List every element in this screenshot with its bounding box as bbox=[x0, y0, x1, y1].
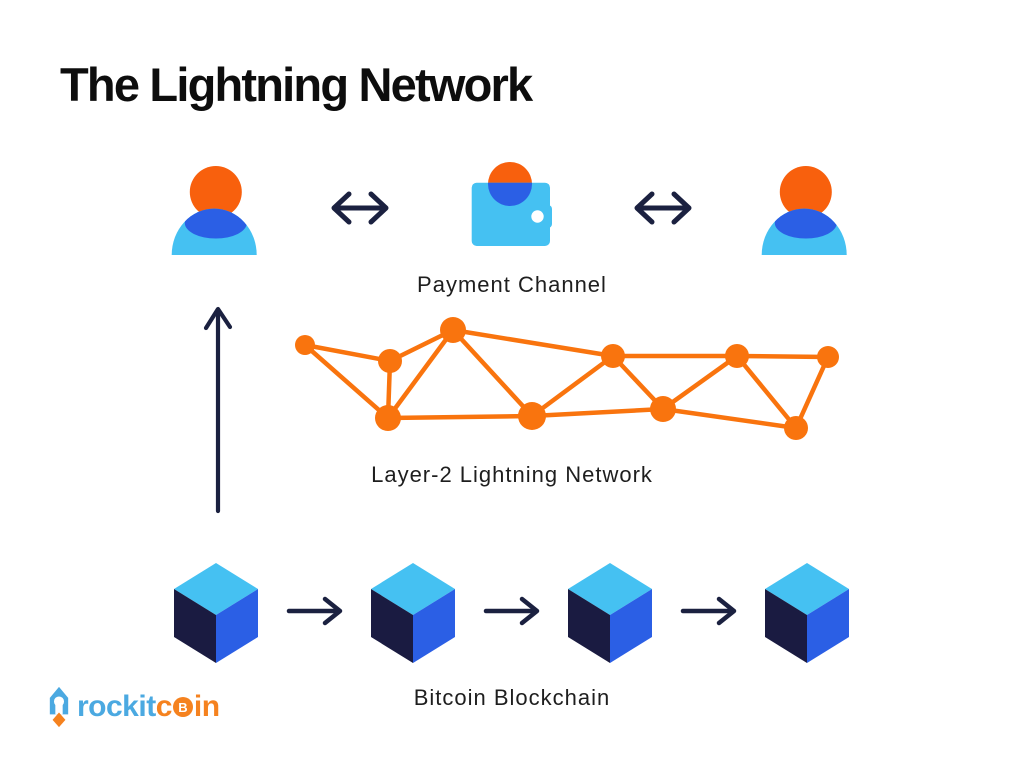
network-edge bbox=[660, 406, 799, 431]
network-node bbox=[784, 416, 808, 440]
block-icon bbox=[765, 563, 849, 663]
double-arrow-right-icon bbox=[634, 191, 692, 225]
user-icon-right bbox=[761, 166, 847, 255]
lightning-network-graph bbox=[295, 317, 839, 440]
network-node bbox=[378, 349, 402, 373]
network-edge bbox=[734, 353, 799, 431]
network-edge bbox=[385, 327, 456, 421]
payment-channel-label: Payment Channel bbox=[417, 272, 607, 297]
network-node bbox=[725, 344, 749, 368]
rocket-flame bbox=[52, 712, 66, 728]
block-icon bbox=[371, 563, 455, 663]
block-icon bbox=[174, 563, 258, 663]
logo-text-rockit: rockit bbox=[77, 690, 156, 723]
double-arrow-left-icon bbox=[331, 191, 389, 225]
network-edge bbox=[529, 353, 616, 419]
rocket-icon bbox=[49, 686, 69, 728]
user-icon-left bbox=[171, 166, 257, 255]
network-edge bbox=[302, 342, 391, 421]
network-edge bbox=[450, 327, 616, 359]
network-edge bbox=[302, 342, 393, 364]
block-icon bbox=[568, 563, 652, 663]
layer2-network-label: Layer-2 Lightning Network bbox=[371, 462, 653, 487]
network-edge bbox=[450, 327, 535, 419]
wallet-body bbox=[471, 182, 550, 246]
network-node bbox=[375, 405, 401, 431]
network-node bbox=[440, 317, 466, 343]
bitcoin-coin-icon: B bbox=[172, 697, 193, 717]
network-node bbox=[295, 335, 315, 355]
wallet-icon bbox=[471, 162, 552, 246]
network-edge bbox=[793, 354, 831, 431]
user-head bbox=[189, 166, 242, 218]
network-edge bbox=[660, 353, 740, 412]
coin-overlap bbox=[488, 182, 532, 206]
network-node bbox=[518, 402, 546, 430]
arrow-right-icon bbox=[680, 596, 736, 626]
bitcoin-blockchain-label: Bitcoin Blockchain bbox=[413, 685, 611, 710]
user-collar bbox=[774, 208, 837, 239]
up-arrow-icon bbox=[203, 306, 233, 514]
network-node bbox=[817, 346, 839, 368]
arrow-right-icon bbox=[286, 596, 342, 626]
user-head bbox=[779, 166, 832, 218]
wallet-tab bbox=[539, 205, 552, 228]
network-node bbox=[601, 344, 625, 368]
arrow-right-icon bbox=[483, 596, 539, 626]
network-node bbox=[650, 396, 676, 422]
user-collar bbox=[184, 208, 247, 239]
network-edge bbox=[529, 406, 666, 419]
page-title: The Lightning Network bbox=[60, 58, 533, 111]
network-edge bbox=[734, 353, 831, 360]
wallet-clasp bbox=[531, 210, 544, 223]
network-edge bbox=[385, 413, 535, 421]
